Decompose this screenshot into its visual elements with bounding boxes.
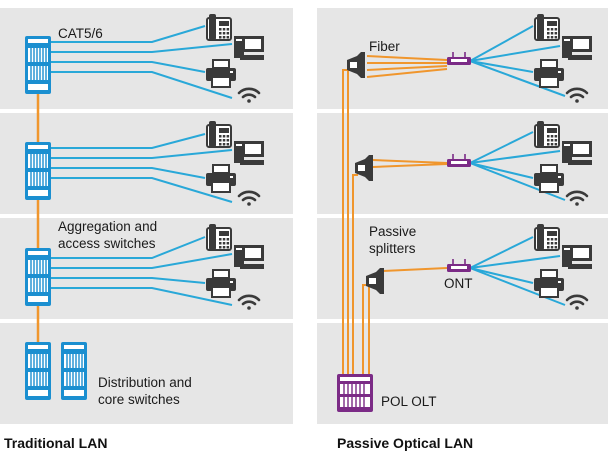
- computer-icon: [562, 36, 592, 60]
- core-switch-2: [60, 341, 88, 401]
- phone-icon: [534, 13, 560, 41]
- passive-optical-lan-caption: Passive Optical LAN: [337, 435, 473, 451]
- copper-drops-floor-2: [469, 131, 566, 201]
- computer-icon: [234, 245, 264, 269]
- phone-icon: [206, 223, 232, 251]
- computer-icon: [562, 245, 592, 269]
- olt-label: POL OLT: [381, 394, 437, 409]
- computer-icon: [562, 141, 592, 165]
- fiber-distribution-floor-3: [382, 267, 448, 272]
- copper-drops-floor-1: [469, 25, 566, 97]
- core-switches-label-line1: Distribution and: [98, 375, 192, 390]
- fiber-distribution-floor-1: [366, 55, 448, 78]
- phone-icon: [534, 120, 560, 148]
- phone-icon: [206, 13, 232, 41]
- access-switches-label-line2: access switches: [58, 236, 156, 251]
- access-switch-floor-3: [24, 247, 52, 307]
- copper-cables-floor-1: [49, 25, 233, 99]
- olt-icon: [337, 374, 373, 412]
- fiber-label: Fiber: [369, 39, 400, 54]
- computer-icon: [234, 141, 264, 165]
- copper-drops-floor-3: [469, 236, 566, 306]
- access-switch-floor-2: [24, 141, 52, 201]
- access-switch-floor-1: [24, 35, 52, 95]
- ont-label: ONT: [444, 276, 473, 291]
- core-switches-label-line2: core switches: [98, 392, 180, 407]
- access-switches-label-line1: Aggregation and: [58, 219, 157, 234]
- traditional-lan-caption: Traditional LAN: [4, 435, 107, 451]
- cable-label: CAT5/6: [58, 26, 103, 41]
- core-switch-1: [24, 341, 52, 401]
- phone-icon: [206, 120, 232, 148]
- fiber-distribution-floor-2: [372, 159, 448, 168]
- copper-cables-floor-2: [49, 133, 233, 203]
- copper-cables-floor-3: [49, 236, 233, 306]
- phone-icon: [534, 223, 560, 251]
- splitters-label-line1: Passive: [369, 224, 416, 239]
- splitters-label-line2: splitters: [369, 241, 416, 256]
- computer-icon: [234, 36, 264, 60]
